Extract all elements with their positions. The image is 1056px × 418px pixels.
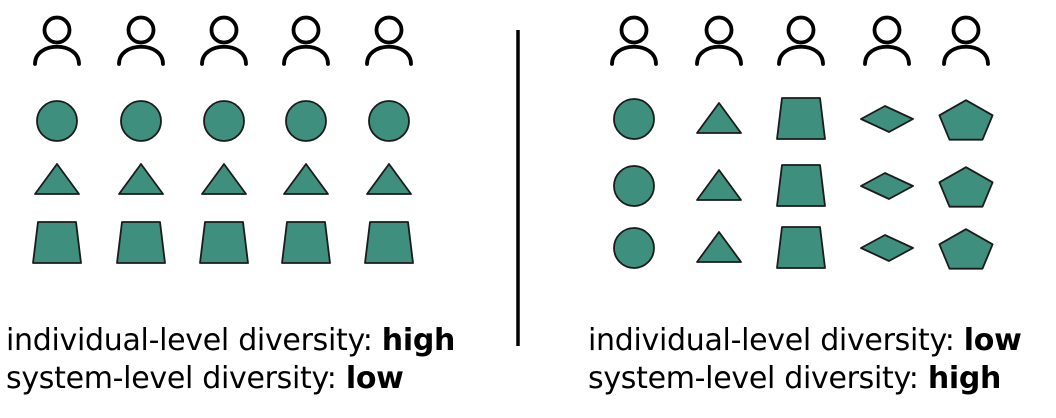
left-circle-icon — [203, 100, 245, 142]
right-diamond-icon — [860, 172, 914, 200]
left-triangle-icon — [118, 163, 164, 195]
left-individual-diversity-label: individual-level diversity: — [6, 323, 373, 358]
right-panel — [610, 15, 994, 270]
right-individual-diversity-line: individual-level diversity: low — [588, 322, 1022, 360]
right-trapezoid-icon — [776, 164, 826, 207]
right-system-diversity-line: system-level diversity: high — [588, 360, 1022, 398]
left-person-1-icon — [33, 15, 81, 66]
left-trapezoid-icon — [32, 221, 82, 264]
right-triangle-icon — [696, 102, 742, 134]
left-trapezoid-icon — [116, 221, 166, 264]
right-triangle-icon — [696, 169, 742, 201]
left-individual-diversity-line: individual-level diversity: high — [6, 322, 455, 360]
left-triangle-icon — [283, 163, 329, 195]
left-individual-diversity-value: high — [381, 323, 456, 358]
right-circle-icon — [613, 227, 655, 269]
right-individual-diversity-value: low — [963, 323, 1022, 358]
left-system-diversity-line: system-level diversity: low — [6, 360, 455, 398]
right-pentagon-icon — [938, 228, 994, 270]
left-circle-icon — [368, 100, 410, 142]
left-trapezoid-icon — [364, 221, 414, 264]
right-circle-icon — [613, 98, 655, 140]
left-system-diversity-label: system-level diversity: — [6, 361, 337, 396]
right-person-5-icon — [942, 15, 990, 66]
right-circle-icon — [613, 165, 655, 207]
left-person-3-icon — [200, 15, 248, 66]
right-system-diversity-value: high — [927, 361, 1002, 396]
left-panel — [32, 15, 414, 264]
left-circle-icon — [285, 100, 327, 142]
right-trapezoid-icon — [776, 97, 826, 140]
right-pentagon-icon — [938, 166, 994, 208]
right-diamond-icon — [860, 234, 914, 262]
right-triangle-icon — [696, 231, 742, 263]
left-triangle-icon — [366, 163, 412, 195]
right-trapezoid-icon — [776, 226, 826, 269]
right-pentagon-icon — [938, 99, 994, 141]
right-person-4-icon — [863, 15, 911, 66]
right-diamond-icon — [860, 105, 914, 133]
right-caption: individual-level diversity: low system-l… — [588, 322, 1022, 398]
left-trapezoid-icon — [281, 221, 331, 264]
left-trapezoid-icon — [199, 221, 249, 264]
left-triangle-icon — [34, 163, 80, 195]
right-person-2-icon — [695, 15, 743, 66]
left-caption: individual-level diversity: high system-… — [6, 322, 455, 398]
right-person-1-icon — [610, 15, 658, 66]
left-person-5-icon — [365, 15, 413, 66]
left-circle-icon — [36, 100, 78, 142]
left-person-2-icon — [117, 15, 165, 66]
left-system-diversity-value: low — [345, 361, 404, 396]
left-circle-icon — [120, 100, 162, 142]
right-system-diversity-label: system-level diversity: — [588, 361, 919, 396]
right-person-3-icon — [777, 15, 825, 66]
right-individual-diversity-label: individual-level diversity: — [588, 323, 955, 358]
left-triangle-icon — [201, 163, 247, 195]
left-person-4-icon — [282, 15, 330, 66]
